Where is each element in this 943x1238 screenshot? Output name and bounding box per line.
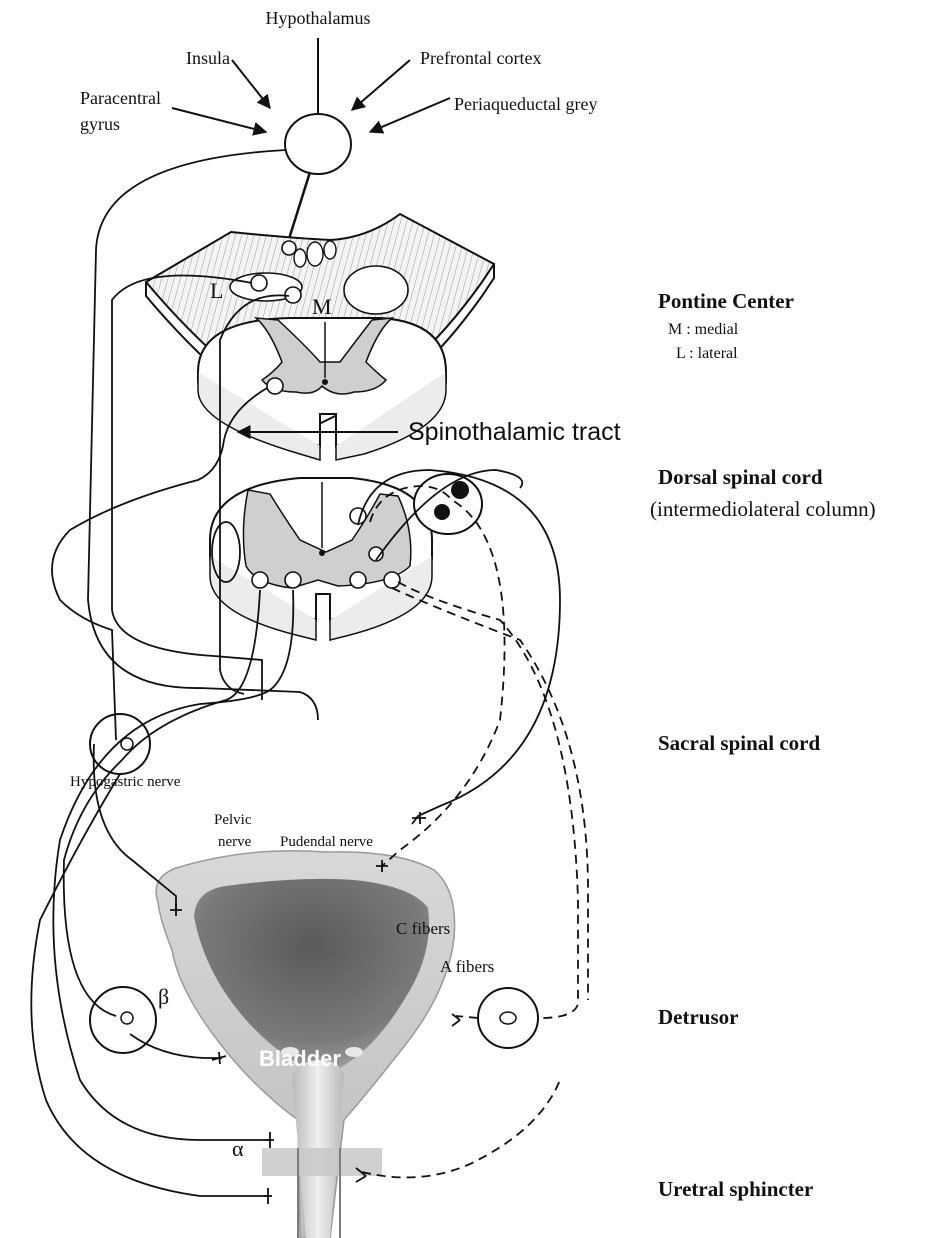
level-dorsal-title: Dorsal spinal cord (658, 465, 823, 489)
label-prefrontal: Prefrontal cortex (420, 48, 541, 68)
level-sphincter-title: Uretral sphincter (658, 1177, 813, 1201)
prefrontal-arrow (352, 60, 410, 110)
label-paracentral-line1: Paracentral (80, 88, 161, 108)
label-alpha: α (232, 1136, 244, 1161)
level-pontine-title: Pontine Center (658, 289, 794, 313)
bladder-illustration (156, 851, 454, 1238)
level-dorsal-sub: (intermediolateral column) (650, 497, 876, 521)
label-pelvic-line1: Pelvic (214, 812, 252, 828)
label-c-fibers: C fibers (396, 919, 450, 938)
level-pontine-m: M : medial (668, 321, 739, 338)
label-beta: β (158, 984, 169, 1009)
level-detrusor-title: Detrusor (658, 1005, 738, 1029)
sacral-cord-section (210, 478, 432, 640)
ureter-orifice-right (345, 1047, 363, 1057)
label-periaqueductal: Periaqueductal grey (454, 94, 597, 114)
label-hypogastric: Hypogastric nerve (70, 774, 181, 790)
label-pudendal: Pudendal nerve (280, 834, 373, 850)
dashed-pathways (362, 486, 588, 1177)
label-pons-m: M (312, 294, 332, 319)
label-pons-l: L (210, 278, 223, 303)
insula-arrow (232, 60, 270, 108)
pons-input-neuron (282, 241, 296, 255)
sensory-neuron-a (451, 481, 469, 499)
periaqueductal-arrow (370, 98, 450, 132)
label-hypothalamus: Hypothalamus (266, 8, 371, 28)
level-sacral-title: Sacral spinal cord (658, 731, 820, 755)
label-paracentral-line2: gyrus (80, 114, 120, 134)
sphincter-afferent (362, 1080, 560, 1177)
cortical-center-node (285, 114, 351, 174)
paracentral-arrow (172, 108, 266, 132)
label-spinothalamic: Spinothalamic tract (408, 418, 621, 446)
sensory-neuron-c (434, 504, 450, 520)
level-pontine-l: L : lateral (676, 345, 738, 362)
dorsal-cord-neuron (267, 378, 283, 394)
label-insula: Insula (186, 48, 230, 68)
label-a-fibers: A fibers (440, 957, 494, 976)
pons-right-nucleus (344, 266, 408, 314)
label-pelvic-line2: nerve (218, 834, 252, 850)
pons-lateral-neuron (251, 275, 267, 291)
detrusor-ganglion-to-bladder (456, 1016, 478, 1018)
label-bladder: Bladder (259, 1046, 341, 1071)
